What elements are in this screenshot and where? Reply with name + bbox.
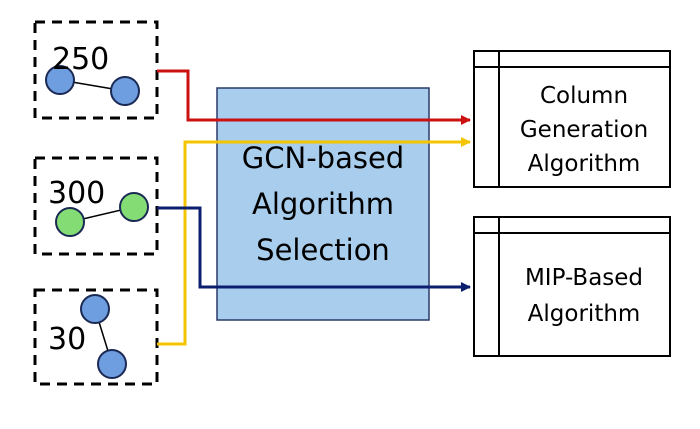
route-arrow-red bbox=[157, 69, 471, 125]
instance-label-250: 250 bbox=[52, 42, 109, 77]
graph-node bbox=[97, 349, 127, 379]
graph-node bbox=[80, 294, 110, 324]
graph-node bbox=[110, 76, 140, 106]
algorithm-2-line-2: Algorithm bbox=[528, 301, 641, 327]
instance-box-300: 300 bbox=[33, 156, 159, 256]
route-arrow-blue bbox=[157, 206, 471, 292]
algorithm-2-line-1: MIP-Based bbox=[525, 265, 643, 291]
instance-box-30: 30 bbox=[33, 288, 159, 386]
instance-box-250: 250 bbox=[33, 20, 159, 120]
algorithm-box-column-generation: Column Generation Algorithm bbox=[473, 50, 671, 188]
instance-label-300: 300 bbox=[48, 176, 105, 211]
graph-node bbox=[45, 65, 75, 95]
graph-node bbox=[55, 207, 85, 237]
selector-line-3: Selection bbox=[256, 233, 390, 267]
gcn-selector-box: GCN-based Algorithm Selection bbox=[216, 87, 430, 321]
algorithm-1-line-2: Generation bbox=[520, 117, 648, 143]
algorithm-1-line-1: Column bbox=[540, 83, 628, 109]
graph-node bbox=[119, 192, 149, 222]
algorithm-box-mip-based: MIP-Based Algorithm bbox=[473, 216, 671, 357]
selector-line-2: Algorithm bbox=[252, 187, 394, 221]
instance-label-30: 30 bbox=[48, 322, 86, 357]
algorithm-1-line-3: Algorithm bbox=[528, 151, 641, 177]
selector-line-1: GCN-based bbox=[242, 141, 404, 175]
route-arrow-yellow bbox=[157, 137, 471, 346]
